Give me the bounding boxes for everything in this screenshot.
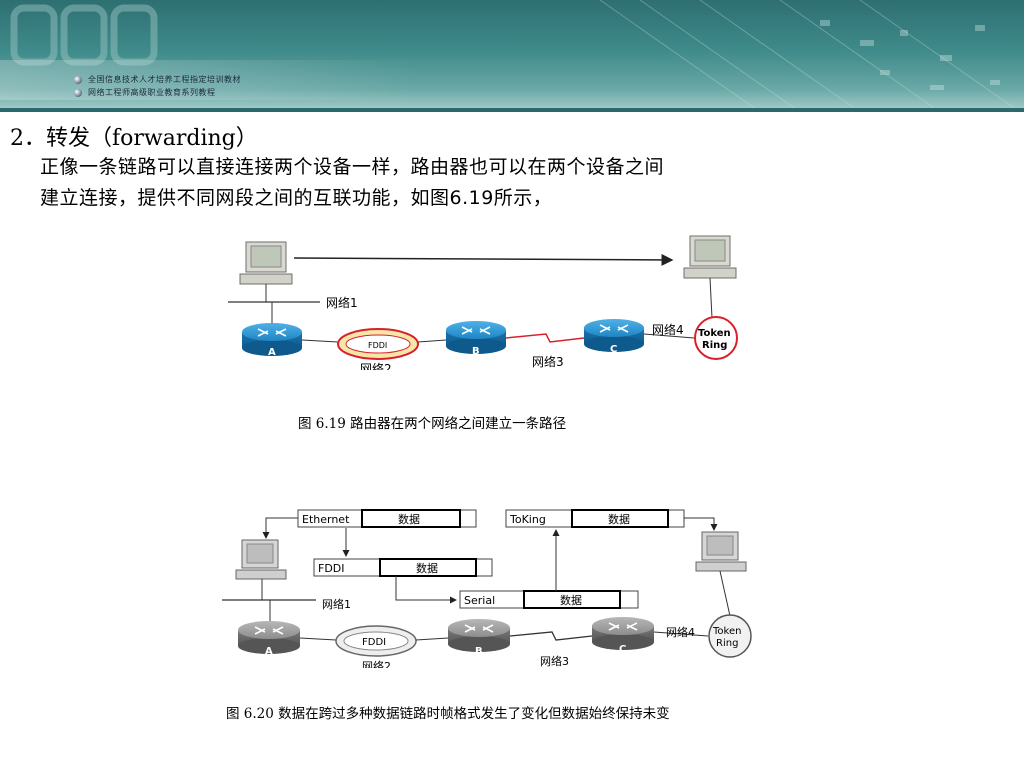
router-c-icon: C [592, 617, 654, 655]
network-2-label: 网络2 [360, 361, 392, 370]
fddi-ring-icon: FDDI [337, 328, 419, 360]
token-ring-icon: Token Ring [708, 614, 752, 658]
router-b-icon: B [448, 619, 510, 657]
fddi-label: FDDI [362, 637, 386, 648]
header-banner: 全国信息技术人才培养工程指定培训教材 网络工程师高级职业教育系列教程 [0, 0, 1024, 112]
paragraph-line-1: 正像一条链路可以直接连接两个设备一样，路由器也可以在两个设备之间 [40, 156, 665, 178]
router-a-icon: A [238, 621, 300, 657]
network-4-label: 网络4 [666, 625, 695, 639]
computer-icon [239, 241, 293, 285]
figure-6-19-caption: 图 6.19 路由器在两个网络之间建立一条路径 [298, 416, 567, 432]
token-label: Token [712, 626, 741, 637]
router-a-label: A [268, 347, 276, 358]
ring-label: Ring [716, 638, 738, 649]
bullet-icon [74, 76, 82, 84]
serial-frame: Serial 数据 [459, 590, 639, 609]
header-subtitle-2: 网络工程师高级职业教育系列教程 [88, 88, 216, 97]
computer-icon [235, 539, 287, 580]
frame-toking-label: ToKing [509, 513, 546, 526]
paragraph-line-2: 建立连接，提供不同网段之间的互联功能，如图6.19所示， [40, 187, 553, 209]
ring-label: Ring [702, 340, 727, 351]
bullet-icon [74, 89, 82, 97]
network-1-label: 网络1 [326, 295, 358, 310]
token-ring-icon: Token Ring [694, 316, 738, 360]
frame-ethernet-label: Ethernet [302, 513, 350, 526]
header-subtitle-1: 全国信息技术人才培养工程指定培训教材 [88, 75, 241, 84]
router-c-icon: C [584, 319, 644, 355]
frame-data-label: 数据 [560, 593, 582, 607]
router-b-label: B [475, 646, 483, 657]
computer-icon [695, 531, 747, 572]
token-label: Token [698, 328, 731, 339]
figure-6-20-caption: 图 6.20 数据在跨过多种数据链路时帧格式发生了变化但数据始终保持未变 [226, 706, 670, 722]
frame-fddi-label: FDDI [318, 562, 345, 575]
network-3-label: 网络3 [532, 354, 564, 369]
network-2-label: 网络2 [362, 659, 391, 668]
router-c-label: C [610, 344, 617, 355]
frame-serial-label: Serial [464, 594, 495, 607]
fddi-ring-icon: FDDI [335, 625, 417, 657]
network-1-label: 网络1 [322, 597, 351, 611]
router-c-label: C [619, 644, 626, 655]
computer-icon [683, 235, 737, 279]
toking-frame: ToKing 数据 [505, 509, 685, 528]
banner-decoration [0, 0, 1024, 112]
frame-data-label: 数据 [398, 512, 420, 526]
router-a-label: A [265, 646, 273, 657]
section-heading: 2．转发（forwarding） [10, 126, 258, 151]
figure-6-19-diagram: 网络1 A FDDI 网络2 B 网络3 C 网络4 Token Ri [228, 235, 738, 370]
fddi-frame: FDDI 数据 [313, 558, 493, 577]
network-3-label: 网络3 [540, 654, 569, 668]
frame-data-label: 数据 [608, 512, 630, 526]
router-a-icon: A [242, 323, 302, 358]
router-b-icon: B [446, 321, 506, 357]
network-4-label: 网络4 [652, 322, 684, 337]
frame-data-label: 数据 [416, 561, 438, 575]
ethernet-frame: Ethernet 数据 [297, 509, 477, 528]
router-b-label: B [472, 346, 480, 357]
figure-6-20-diagram: Ethernet 数据 FDDI 数据 Serial 数据 ToKing 数据 [222, 509, 752, 668]
fddi-label: FDDI [368, 341, 387, 350]
